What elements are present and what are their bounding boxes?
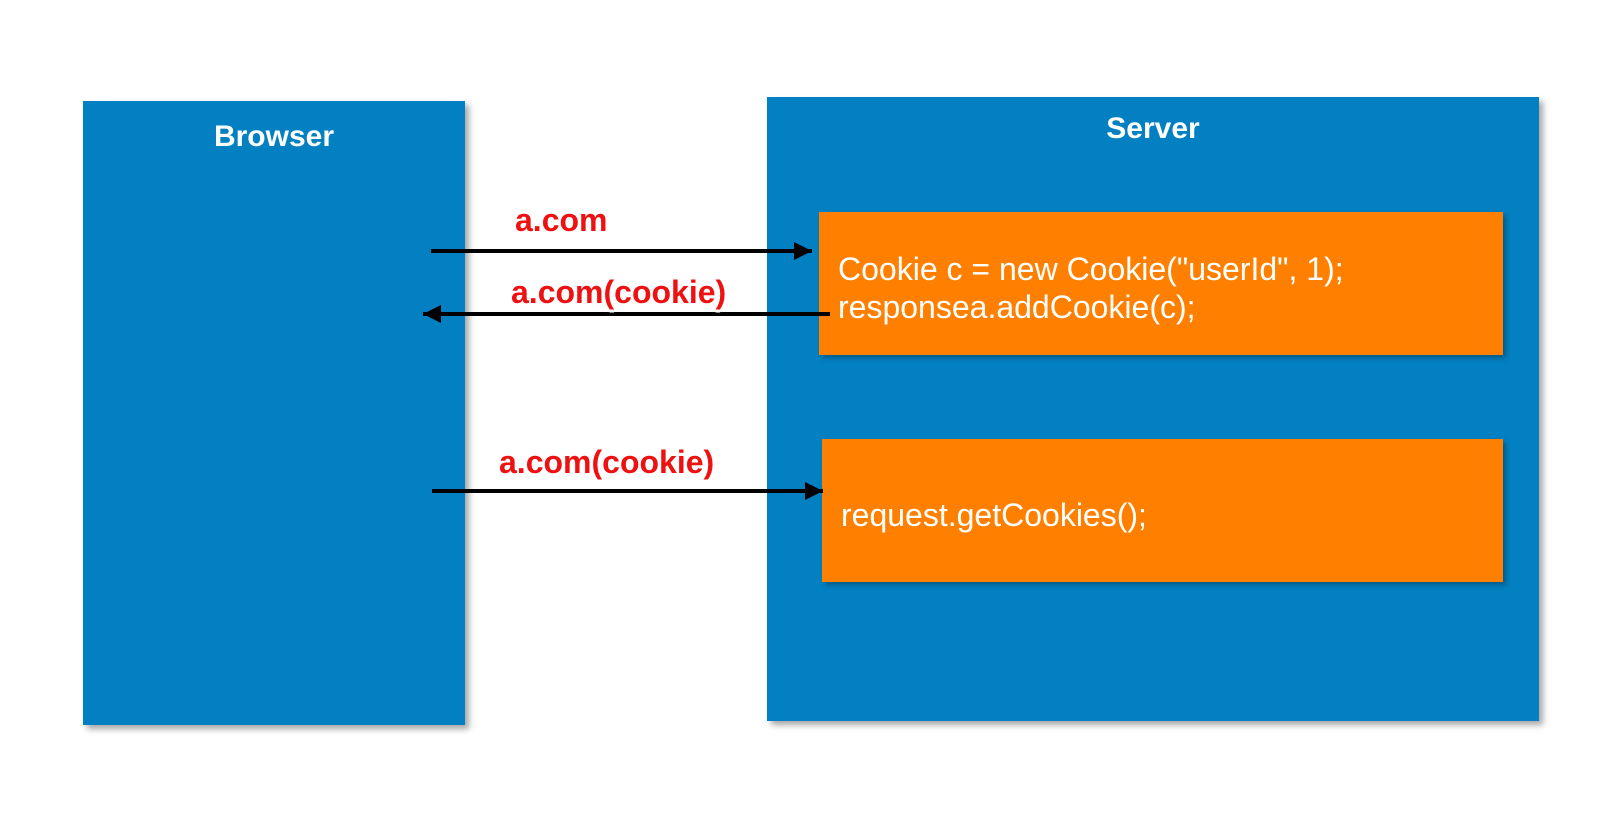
code-line-get-cookies: request.getCookies(); — [841, 497, 1147, 533]
get-cookie-code-block: request.getCookies(); — [822, 439, 1503, 582]
browser-box: Browser — [83, 101, 465, 725]
request-with-cookie-arrow-label: a.com(cookie) — [499, 444, 715, 480]
browser-title: Browser — [213, 120, 335, 153]
code-line-add-cookie: responsea.addCookie(c); — [838, 289, 1196, 325]
server-box: Server — [767, 97, 1539, 721]
response-arrow-label: a.com(cookie) — [511, 274, 727, 310]
set-cookie-code-block: Cookie c = new Cookie("userId", 1); resp… — [819, 212, 1503, 355]
code-line-new-cookie: Cookie c = new Cookie("userId", 1); — [838, 251, 1344, 287]
request-arrow-label: a.com — [515, 202, 608, 238]
server-title: Server — [1106, 112, 1200, 145]
